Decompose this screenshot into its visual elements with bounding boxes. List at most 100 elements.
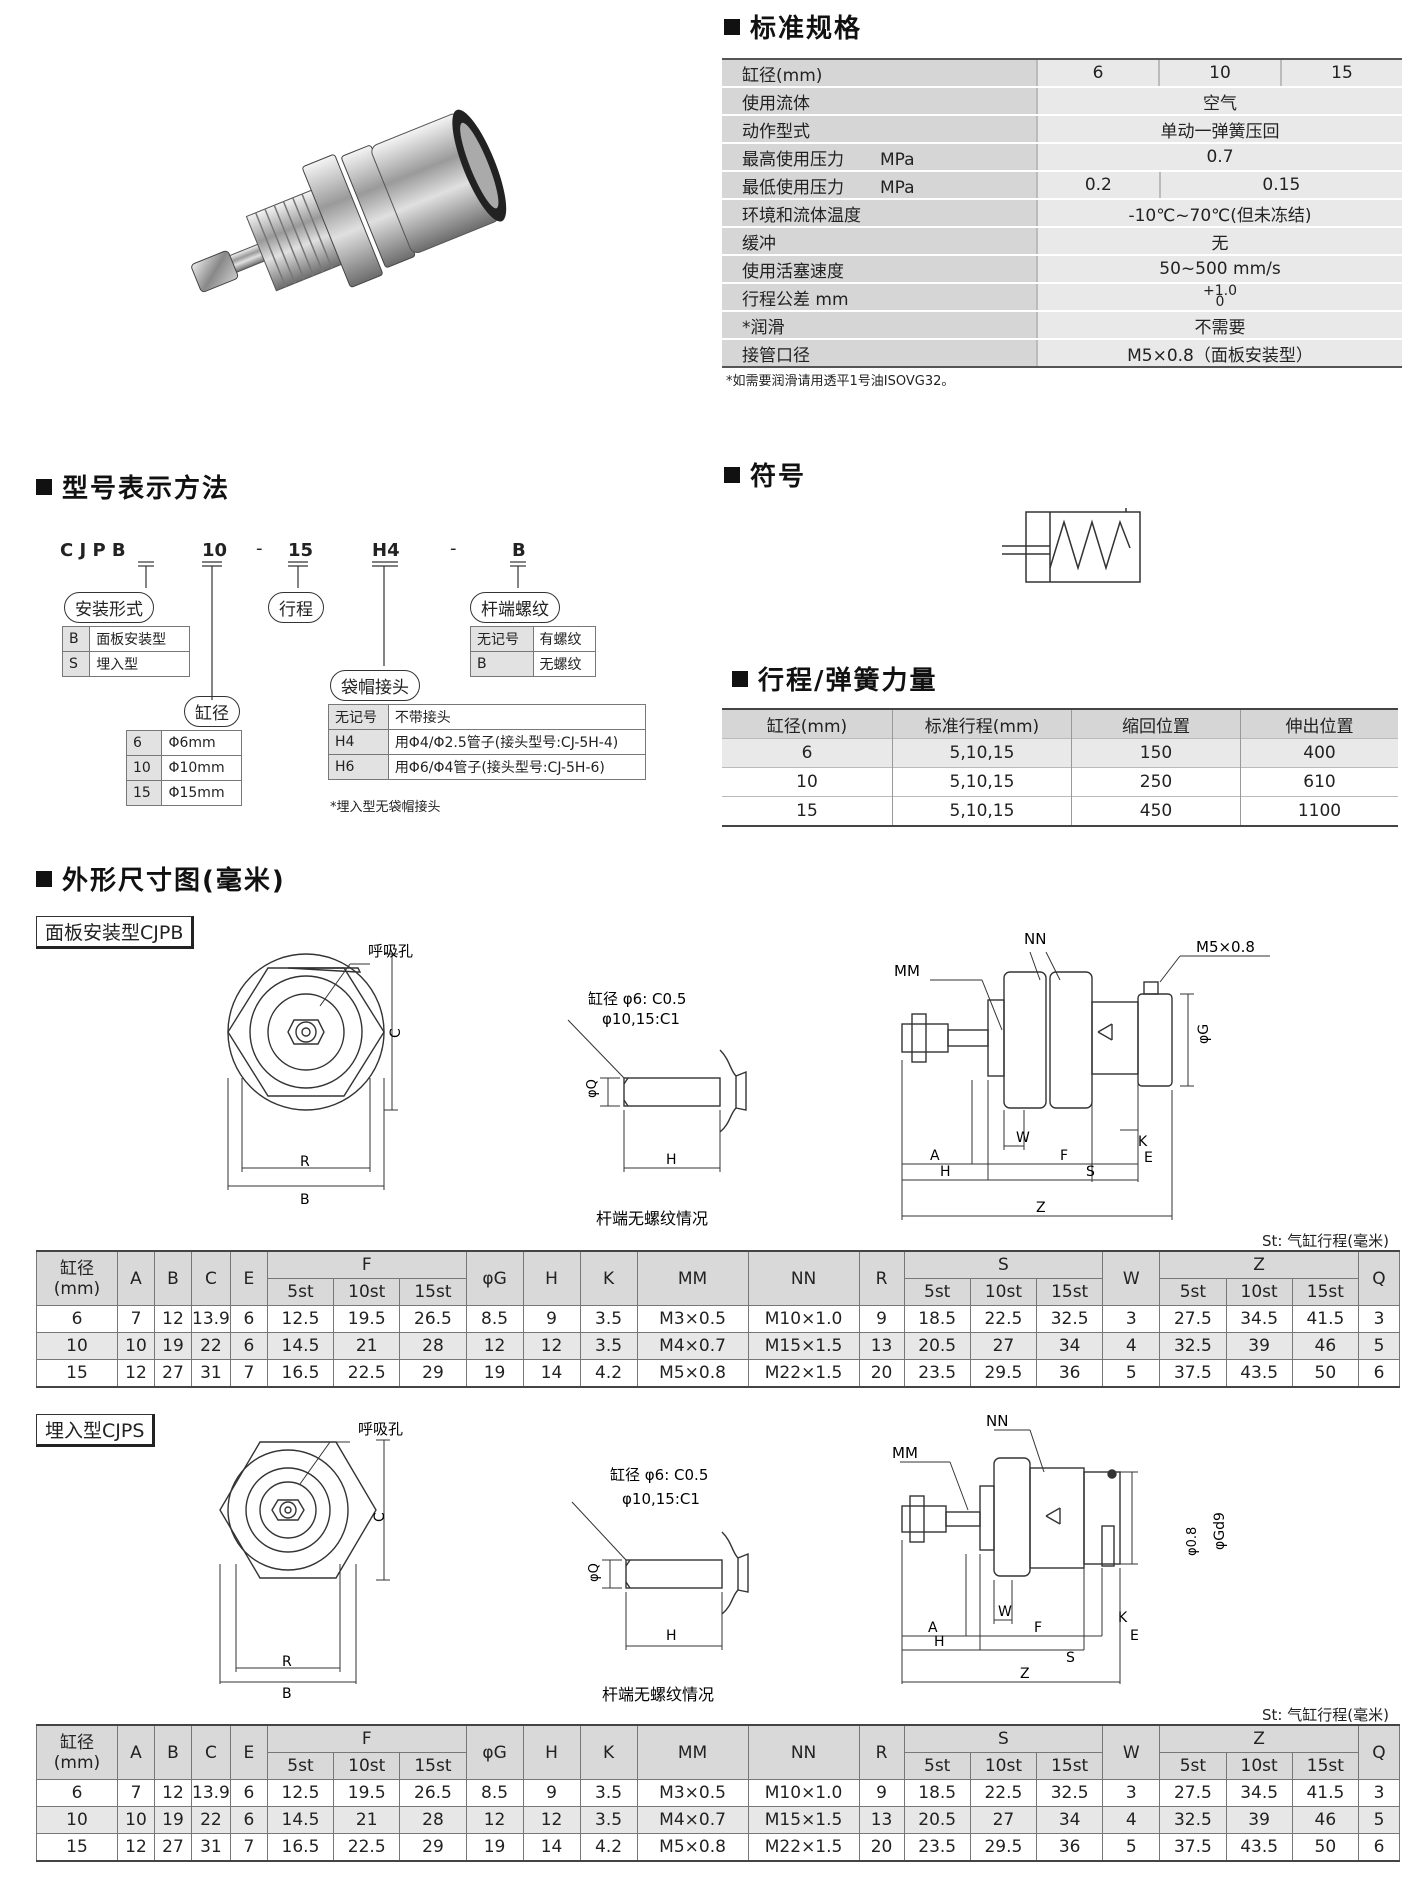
spec-value: 50~500 mm/s xyxy=(1036,255,1402,284)
code-thread: B xyxy=(512,540,526,561)
dim-q: φQ xyxy=(587,1563,602,1582)
dim-h: H xyxy=(666,1628,677,1644)
spec-bore-6: 6 xyxy=(1038,60,1160,86)
dim-e: E xyxy=(1144,1150,1153,1166)
dim-c: C xyxy=(372,1512,388,1522)
bore-pill: 缸径 xyxy=(184,696,240,727)
cylinder-symbol xyxy=(1002,508,1141,583)
dims-table-embed: 缸径(mm) A B C E F φG H K MM NN R S W Z Q … xyxy=(36,1724,1400,1862)
spec-note: *如需要润滑请用透平1号油ISOVG32。 xyxy=(726,374,955,389)
dim-e: E xyxy=(1130,1628,1139,1644)
spec-value: 单动一弹簧压回 xyxy=(1036,115,1402,144)
spec-row: 缓冲无 xyxy=(722,227,1402,256)
spec-key: 动作型式 xyxy=(722,115,1037,144)
spec-value: 0.2 0.15 xyxy=(1036,171,1402,200)
dim-k: K xyxy=(1138,1134,1148,1150)
dim-g: φG xyxy=(1196,1024,1212,1044)
dim-b: B xyxy=(300,1192,310,1208)
model-title: 型号表示方法 xyxy=(36,468,230,505)
dim-w: W xyxy=(1016,1130,1030,1146)
spec-bore-15: 15 xyxy=(1331,63,1353,83)
code-stroke: 15 xyxy=(288,540,314,561)
spec-row: 使用流体空气 xyxy=(722,87,1402,116)
thread-pill: 杆端螺纹 xyxy=(470,592,560,623)
dim-a: A xyxy=(928,1620,938,1636)
spec-row: 动作型式单动一弹簧压回 xyxy=(722,115,1402,144)
chamfer-label-1: 缸径 φ6: C0.5 xyxy=(610,1466,708,1484)
panel-label: 面板安装型CJPB xyxy=(36,916,195,949)
dim-r: R xyxy=(300,1154,310,1170)
panel-front-view: C R B 呼吸孔 xyxy=(227,942,413,1208)
dims-title: 外形尺寸图(毫米) xyxy=(36,860,286,897)
dim-z: Z xyxy=(1020,1666,1030,1682)
spring-title: 行程/弹簧力量 xyxy=(732,660,938,697)
mount-pill: 安装形式 xyxy=(64,592,154,623)
spec-value: 空气 xyxy=(1036,87,1402,116)
spec-value: 0.7 xyxy=(1036,143,1402,172)
chamfer-label-2: φ10,15:C1 xyxy=(602,1010,680,1028)
dim-h: H xyxy=(934,1634,945,1650)
nut-row: 无记号不带接头 xyxy=(328,704,647,730)
panel-rod-detail: 缸径 φ6: C0.5 φ10,15:C1 φQ H 杆端无螺纹情况 xyxy=(567,990,747,1228)
port-m5: M5×0.8 xyxy=(1196,938,1255,956)
embed-side-view: MM NN φ0.8 φGd9 W K A F E H S Z xyxy=(892,1412,1228,1684)
spec-value: 不需要 xyxy=(1036,311,1402,340)
st-note-embed: St: 气缸行程(毫米) xyxy=(1262,1706,1389,1724)
dim-a: A xyxy=(930,1148,940,1164)
spec-value: 无 xyxy=(1036,227,1402,256)
spec-title: 标准规格 xyxy=(724,8,862,45)
dim-k: K xyxy=(1118,1610,1128,1626)
spec-row: 缸径(mm) 6 10 15 xyxy=(722,58,1402,88)
spec-value: 6 10 15 xyxy=(1036,58,1402,88)
breath-hole-label: 呼吸孔 xyxy=(368,942,413,960)
spec-bore-10: 10 xyxy=(1160,60,1282,86)
dim-h: H xyxy=(940,1164,951,1180)
dims-table-panel: 缸径(mm) A B C E F φG H K MM NN R S W Z Q … xyxy=(36,1250,1400,1388)
st-note-panel: St: 气缸行程(毫米) xyxy=(1262,1232,1389,1250)
spec-key: 缓冲 xyxy=(722,227,1037,256)
dim-h: H xyxy=(666,1152,677,1168)
dim-nn: NN xyxy=(986,1412,1008,1430)
no-thread-caption: 杆端无螺纹情况 xyxy=(596,1209,708,1228)
spec-min-pressure-6: 0.2 xyxy=(1038,172,1161,198)
spec-key: 环境和流体温度 xyxy=(722,199,1037,228)
embed-label: 埋入型CJPS xyxy=(36,1414,156,1447)
spec-min-pressure-10-15: 0.15 xyxy=(1262,175,1301,195)
stroke-pill: 行程 xyxy=(268,592,324,623)
dim-r: R xyxy=(282,1654,292,1670)
code-nut: H4 xyxy=(372,540,400,561)
dim-c: C xyxy=(388,1028,404,1038)
nut-note: *埋入型无袋帽接头 xyxy=(330,800,441,815)
spec-key: 使用流体 xyxy=(722,87,1037,116)
no-thread-caption: 杆端无螺纹情况 xyxy=(602,1685,714,1704)
spec-value: -10℃~70℃(但未冻结) xyxy=(1036,199,1402,228)
chamfer-label-1: 缸径 φ6: C0.5 xyxy=(588,990,686,1008)
spec-key: 使用活塞速度 xyxy=(722,255,1037,284)
